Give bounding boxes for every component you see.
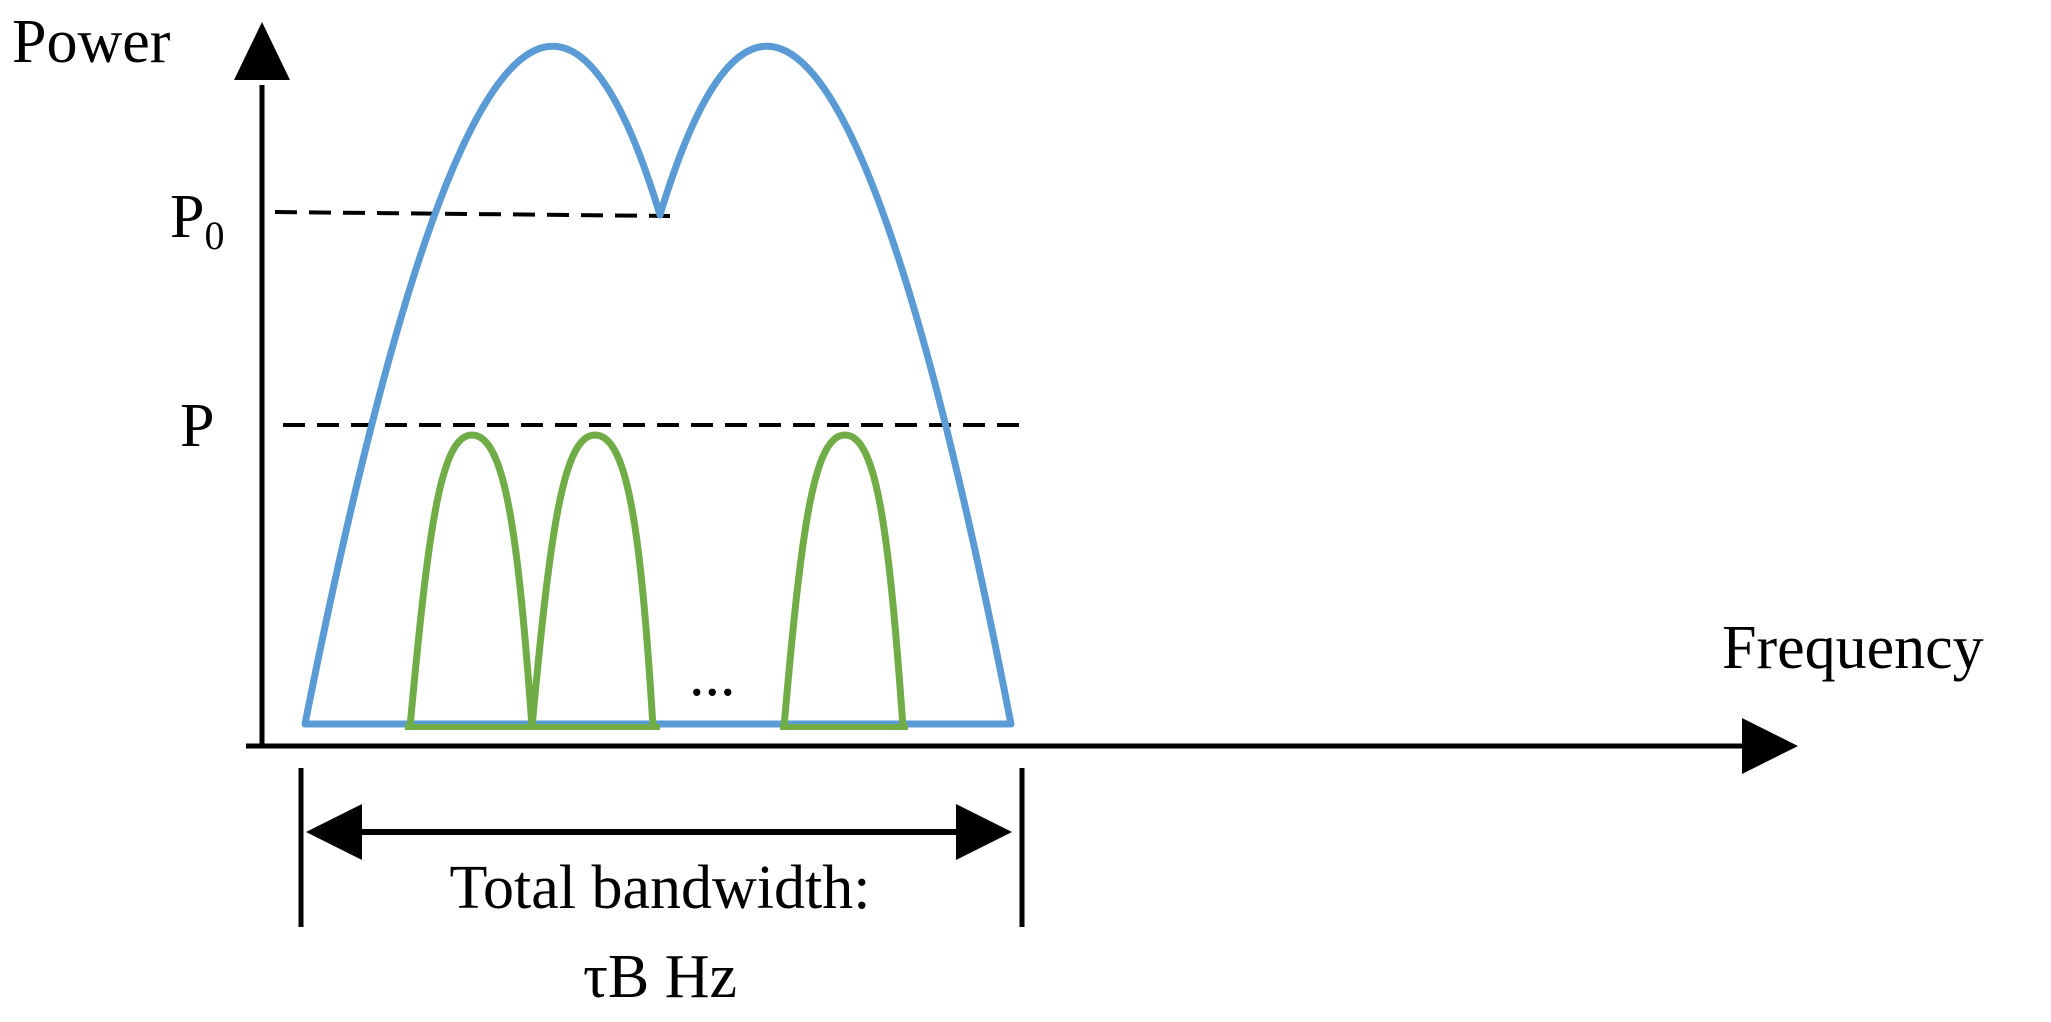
subband-curve: [406, 431, 536, 728]
bandwidth-right-arrowhead-icon: [956, 804, 1012, 860]
x-axis-arrowhead-icon: [1742, 718, 1798, 774]
bandwidth-label-line2: τB Hz: [583, 943, 737, 1011]
p0-label: P0: [170, 183, 224, 258]
x-axis-label: Frequency: [1722, 614, 1984, 682]
total-power-envelope-curve: [301, 42, 1015, 728]
p-label: P: [180, 392, 214, 460]
y-axis-arrowhead-icon: [234, 22, 290, 80]
y-axis-label: Power: [12, 8, 171, 76]
subband-ellipsis: ...: [689, 641, 736, 709]
p0-level-dashed-line: [274, 210, 671, 218]
bandwidth-left-arrowhead-icon: [306, 804, 362, 860]
subband-curve: [780, 431, 907, 728]
bandwidth-label-line1: Total bandwidth:: [450, 854, 871, 922]
subband-curve: [528, 431, 657, 728]
